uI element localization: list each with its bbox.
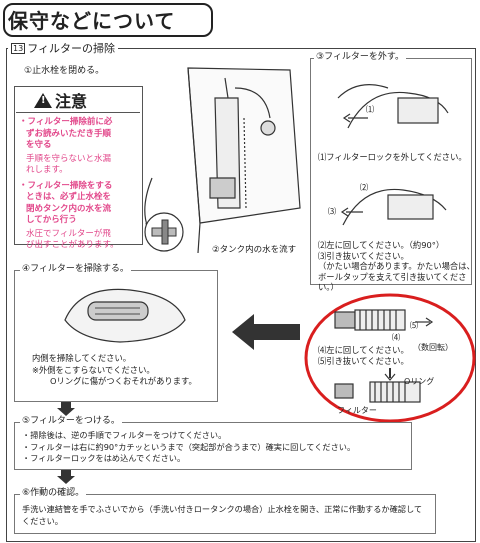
caution-b1-1: ・フィルター掃除前に必 — [19, 117, 113, 127]
step4-line-1: 内側を掃除してください。 — [32, 353, 132, 363]
tank-illustration — [144, 67, 301, 254]
step5-instructions: ・掃除後は、逆の手順でフィルターをつけてください。 ・フィルターは右に約90°カ… — [22, 430, 355, 465]
step3b-instructions: ⑷左に回してください。 ⑸引き抜いてください。 — [318, 345, 409, 367]
valve-inset — [144, 212, 184, 252]
step6-panel — [14, 494, 436, 534]
caution-b2-4: してから行う — [26, 215, 77, 225]
caution-n1-1: 手順を守らないと水漏 — [26, 153, 112, 164]
section-number: 13 — [11, 42, 26, 54]
step2-text: ②タンク内の水を流す — [212, 245, 297, 255]
caution-n2-1: 水圧でフィルターが飛 — [26, 228, 111, 239]
step3-line-5: ボールタップを支えて引き抜いてくださ — [318, 271, 467, 282]
caution-n1-2: れします。 — [26, 165, 68, 175]
step3-illustration-2 — [340, 188, 447, 226]
caution-body: ・フィルター掃除前に必 ずお読みいただき手順 を守る 手順を守らないと水漏 れし… — [19, 117, 119, 252]
warning-icon: ! — [34, 92, 52, 108]
caution-b2-1: ・フィルター掃除をする — [19, 180, 113, 191]
step3-marker-1: ⑴ — [366, 105, 374, 114]
caution-title: ! 注意 — [34, 88, 87, 112]
step3-marker-3: ⑶ — [328, 207, 336, 216]
step5-panel — [14, 422, 412, 470]
caution-b2-2: ときは、必ず止水栓を — [26, 192, 112, 202]
step3-line-2: ⑵左に回してください。（約90°） — [318, 240, 445, 250]
step3-instructions: ⑵左に回してください。（約90°） ⑶引き抜いてください。 （かたい場合がありま… — [318, 240, 475, 293]
caution-b1-2: ずお読みいただき手順 — [26, 128, 112, 139]
step4-line-3: Oリングに傷がつくおそれがあります。 — [50, 376, 197, 386]
step3b-line-1: ⑷左に回してください。 — [318, 345, 409, 355]
step4-title: ④フィルターを掃除する。 — [20, 264, 131, 275]
step3-title: ③フィルターを外す。 — [314, 52, 406, 63]
step3b-turns: （数回転） — [413, 343, 453, 352]
oring-label: Oリング — [404, 377, 435, 386]
caution-divider — [16, 112, 140, 113]
step6-text: 手洗い連結管を手でふさいでから（手洗い付きロータンクの場合）止水栓を開き、正常に… — [22, 504, 423, 526]
caution-b2-3: 閉めタンク内の水を流 — [26, 203, 112, 214]
section-frame — [6, 48, 476, 542]
section-heading: 13 フィルターの掃除 — [8, 40, 118, 56]
down-arrow-icon-2 — [57, 470, 75, 484]
step4-illustration — [64, 288, 186, 343]
page-title-tab — [3, 3, 213, 37]
left-arrow-icon — [232, 314, 300, 350]
caution-b1-3: を守る — [26, 140, 52, 150]
step5-title: ⑤フィルターをつける。 — [20, 416, 122, 427]
step5-line-2: ・フィルターは右に約90°カチッというまで（突起部が合うまで）確実に回してくださ… — [22, 441, 356, 452]
step3-illustration-1 — [337, 84, 449, 129]
step3-panel — [310, 58, 472, 285]
step3b-line-2: ⑸引き抜いてください。 — [318, 356, 409, 366]
step3-line-6: い。） — [318, 282, 339, 292]
step3b-illustration-2 — [334, 368, 421, 403]
step3-line-4: （かたい場合があります。かたい場合は、 — [318, 261, 475, 271]
step3b-marker-5: ⑸ — [410, 321, 418, 330]
step5-line-1: ・掃除後は、逆の手順でフィルターをつけてください。 — [22, 430, 227, 440]
step4-line-2: ※外側をこすらないでください。 — [32, 364, 155, 375]
section-title: フィルターの掃除 — [27, 42, 115, 55]
step5-line-3: ・フィルターロックをはめ込んでください。 — [22, 453, 186, 463]
step3-line-3: ⑶引き抜いてください。 — [318, 250, 409, 261]
step3-marker-2: ⑵ — [360, 183, 368, 192]
step6-title: ⑥作動の確認。 — [20, 488, 87, 499]
step4-instructions: 内側を掃除してください。 ※外側をこすらないでください。 Oリングに傷がつくおそ… — [32, 353, 197, 388]
step3-line-1: ⑴フィルターロックを外してください。 — [318, 152, 467, 162]
step3b-marker-4: ⑷ — [392, 333, 400, 342]
step1-text: ①止水栓を閉める。 — [24, 66, 105, 76]
step3b-illustration-1 — [334, 309, 434, 331]
down-arrow-icon-1 — [57, 402, 75, 416]
highlight-ring — [304, 293, 476, 423]
caution-n2-2: び出すことがあります。 — [26, 240, 119, 250]
page-title: 保守などについて — [8, 9, 176, 33]
filter-label: フィルター — [337, 406, 377, 415]
